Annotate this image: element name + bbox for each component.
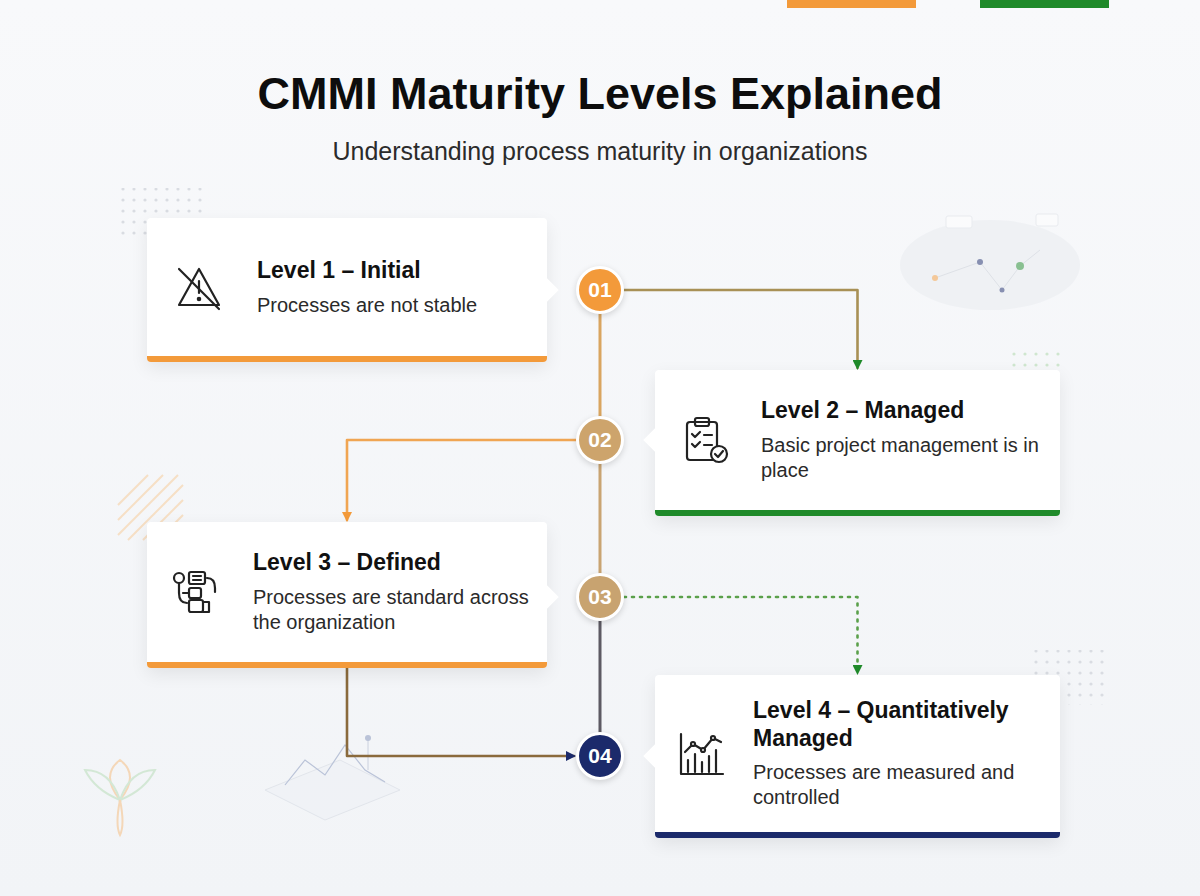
step-number: 01 bbox=[588, 278, 611, 302]
step-number-circle: 02 bbox=[576, 416, 624, 464]
diagram-title: CMMI Maturity Levels Explained bbox=[0, 68, 1200, 120]
level-description: Processes are standard across the organi… bbox=[253, 585, 531, 635]
card-accent-bar bbox=[655, 832, 1060, 838]
card-text: Level 2 – ManagedBasic project managemen… bbox=[761, 397, 1044, 483]
level-heading: Level 4 – Quantitatively Managed bbox=[753, 697, 1044, 752]
connector bbox=[347, 440, 576, 520]
level-icon bbox=[169, 566, 221, 622]
card-accent-bar bbox=[147, 662, 547, 668]
level-icon bbox=[679, 414, 731, 470]
step-number-circle: 04 bbox=[576, 732, 624, 780]
card-pointer bbox=[643, 427, 668, 452]
card-pointer bbox=[533, 584, 558, 609]
connector bbox=[599, 314, 602, 416]
diagram-subtitle: Understanding process maturity in organi… bbox=[0, 137, 1200, 166]
card-accent-bar bbox=[655, 510, 1060, 516]
card-pointer bbox=[533, 277, 558, 302]
level-icon-graphic bbox=[679, 414, 731, 466]
map-decoration bbox=[900, 214, 1080, 310]
connector bbox=[624, 290, 858, 368]
level-icon-graphic bbox=[173, 261, 225, 313]
level-description: Processes are not stable bbox=[257, 293, 531, 318]
connector bbox=[624, 597, 858, 673]
card-accent-bar bbox=[147, 356, 547, 362]
card-pointer bbox=[643, 743, 668, 768]
leaf-decoration bbox=[85, 760, 155, 835]
level-description: Processes are measured and controlled bbox=[753, 760, 1044, 810]
card-text: Level 3 – DefinedProcesses are standard … bbox=[253, 549, 531, 635]
step-number-circle: 01 bbox=[576, 266, 624, 314]
top-bar-green bbox=[980, 0, 1109, 8]
step-number: 02 bbox=[588, 428, 611, 452]
level-card: Level 1 – InitialProcesses are not stabl… bbox=[147, 218, 547, 362]
connector bbox=[347, 668, 574, 756]
level-card: Level 2 – ManagedBasic project managemen… bbox=[655, 370, 1060, 516]
step-number: 04 bbox=[588, 744, 611, 768]
level-description: Basic project management is in place bbox=[761, 433, 1044, 483]
level-card: Level 3 – DefinedProcesses are standard … bbox=[147, 522, 547, 668]
connector bbox=[599, 621, 602, 732]
dot-grid bbox=[1008, 345, 1063, 370]
level-icon-graphic bbox=[675, 728, 727, 780]
step-number: 03 bbox=[588, 585, 611, 609]
card-text: Level 4 – Quantitatively ManagedProcesse… bbox=[753, 697, 1044, 810]
level-card: Level 4 – Quantitatively ManagedProcesse… bbox=[655, 675, 1060, 838]
level-icon bbox=[675, 728, 727, 784]
level-icon-graphic bbox=[169, 566, 221, 618]
card-text: Level 1 – InitialProcesses are not stabl… bbox=[257, 257, 531, 318]
chart-illustration bbox=[265, 735, 400, 820]
top-bar-orange bbox=[787, 0, 916, 8]
step-number-circle: 03 bbox=[576, 573, 624, 621]
level-heading: Level 1 – Initial bbox=[257, 257, 531, 285]
level-icon bbox=[173, 261, 225, 317]
connector bbox=[599, 464, 602, 573]
level-heading: Level 2 – Managed bbox=[761, 397, 1044, 425]
level-heading: Level 3 – Defined bbox=[253, 549, 531, 577]
